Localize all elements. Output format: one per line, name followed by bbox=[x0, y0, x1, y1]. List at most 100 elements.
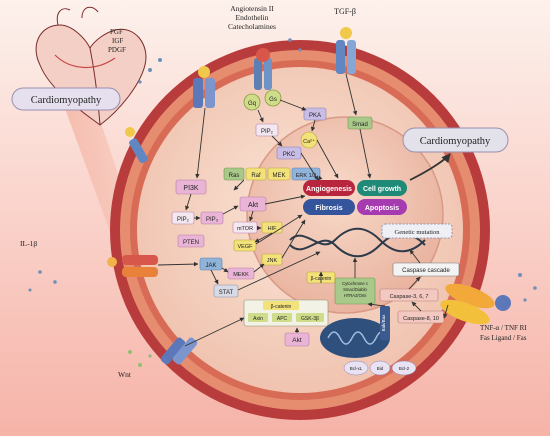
mek-node: MEK bbox=[267, 167, 291, 181]
hif-node: HIF bbox=[261, 221, 283, 234]
genetic-mutation-box: Genetic mutation bbox=[381, 223, 453, 239]
pten-node: PTEN bbox=[177, 234, 205, 248]
mtor-node: mTOR bbox=[232, 221, 258, 234]
fas-label: Fas Ligand / Fas bbox=[480, 334, 527, 342]
gs-protein: Gs bbox=[264, 89, 282, 107]
svg-text:Smad: Smad bbox=[352, 122, 368, 128]
receptor-il1 bbox=[107, 255, 158, 277]
svg-text:PIP₂: PIP₂ bbox=[261, 129, 274, 135]
mitochondrion bbox=[320, 318, 390, 358]
receptor-tnf bbox=[440, 283, 511, 325]
akt-bottom-node: Akt bbox=[284, 332, 310, 347]
bak-bax-node: Bak/Bax bbox=[380, 306, 390, 340]
svg-text:Angiogenesis: Angiogenesis bbox=[306, 186, 352, 193]
svg-text:Bid: Bid bbox=[377, 366, 384, 371]
svg-text:ERK 1/2: ERK 1/2 bbox=[296, 173, 316, 179]
svg-text:HIF: HIF bbox=[268, 226, 278, 232]
pip2-top-node: PIP₂ bbox=[255, 123, 279, 137]
cardiomyopathy-right-label: Cardiomyopathy bbox=[420, 136, 491, 147]
svg-text:GSK-3β: GSK-3β bbox=[301, 316, 319, 322]
smad-node: Smad bbox=[347, 116, 373, 130]
svg-text:Raf: Raf bbox=[251, 173, 261, 179]
stat-node: STAT bbox=[213, 284, 239, 298]
ras-node: Ras bbox=[223, 167, 245, 181]
cardiomyopathy-left-box bbox=[11, 87, 121, 111]
cell-growth-box: Cell growth bbox=[357, 180, 407, 196]
svg-text:JAK: JAK bbox=[205, 263, 216, 269]
destruction-complex: β-catenin Axin APC GSK-3β bbox=[243, 299, 329, 327]
ligand-dots bbox=[28, 38, 537, 367]
pdgf-label: PDGF bbox=[108, 46, 126, 54]
fibrosis-box: Fibrosis bbox=[303, 199, 355, 215]
svg-text:Ca²⁺: Ca²⁺ bbox=[303, 138, 315, 145]
svg-text:Bcl-xL: Bcl-xL bbox=[350, 366, 363, 371]
svg-text:mTOR: mTOR bbox=[237, 226, 253, 232]
svg-text:Bcl-2: Bcl-2 bbox=[399, 366, 410, 371]
svg-text:JNK: JNK bbox=[267, 258, 278, 264]
svg-text:MEKK: MEKK bbox=[233, 272, 249, 278]
svg-text:Axin: Axin bbox=[253, 316, 263, 322]
jak-node: JAK bbox=[199, 257, 223, 271]
angiogenesis-box: Angiogenesis bbox=[303, 180, 355, 196]
svg-text:Akt: Akt bbox=[248, 202, 258, 209]
svg-text:Akt: Akt bbox=[292, 337, 302, 344]
cardiomyopathy-left-label: Cardiomyopathy bbox=[31, 95, 102, 106]
angiotensin-label: Angiotensin II bbox=[230, 4, 274, 13]
pip2-node: PIP₂ bbox=[171, 211, 195, 225]
dna-strand bbox=[289, 227, 426, 253]
calcium-node: Ca²⁺ bbox=[300, 131, 318, 149]
akt-node: Akt bbox=[239, 196, 267, 212]
tgf-label: TGF-β bbox=[334, 7, 356, 16]
svg-text:MEK: MEK bbox=[272, 173, 285, 179]
svg-text:β-catenin: β-catenin bbox=[271, 304, 292, 310]
caspase-810-box: Caspase-8, 10 bbox=[397, 310, 445, 324]
raf-node: Raf bbox=[245, 167, 267, 181]
caspase-367-box: Caspase-3, 6, 7 bbox=[379, 288, 439, 302]
svg-text:PKA: PKA bbox=[309, 113, 321, 119]
gq-protein: Gq bbox=[243, 93, 261, 111]
svg-text:Bak/Bax: Bak/Bax bbox=[381, 314, 386, 332]
erk-node: ERK 1/2 bbox=[291, 167, 321, 181]
svg-text:Ras: Ras bbox=[229, 173, 240, 179]
jnk-node: JNK bbox=[261, 253, 283, 266]
tnf-label: TNF-α / TNF RI bbox=[480, 324, 527, 332]
il1b-label: IL-1β bbox=[20, 239, 37, 248]
svg-text:VEGF: VEGF bbox=[238, 244, 254, 250]
svg-text:Gq: Gq bbox=[248, 101, 256, 107]
svg-text:Cell growth: Cell growth bbox=[363, 186, 401, 193]
wnt-label: Wnt bbox=[118, 370, 132, 379]
caspase-cascade-box: Caspase cascade bbox=[392, 262, 460, 277]
cardiomyopathy-right-box bbox=[402, 127, 509, 153]
svg-text:Caspase-8, 10: Caspase-8, 10 bbox=[403, 316, 439, 322]
mekk-node: MEKK bbox=[227, 267, 255, 280]
receptor-tgf bbox=[336, 27, 356, 74]
svg-text:Caspase cascade: Caspase cascade bbox=[402, 268, 450, 274]
endothelin-label: Endothelin bbox=[236, 13, 269, 22]
receptor-growth-factor bbox=[193, 66, 215, 108]
svg-text:Genetic mutation: Genetic mutation bbox=[395, 229, 441, 236]
igf-label: IGF bbox=[112, 37, 123, 45]
svg-text:Gs: Gs bbox=[269, 97, 277, 103]
svg-text:PTEN: PTEN bbox=[183, 240, 199, 246]
pathway-arrows bbox=[157, 73, 449, 347]
svg-text:PKC: PKC bbox=[283, 152, 296, 158]
catecholamines-label: Catecholamines bbox=[228, 22, 276, 31]
svg-text:Fibrosis: Fibrosis bbox=[315, 205, 342, 212]
svg-text:STAT: STAT bbox=[219, 290, 234, 296]
mitochondrion-cristae bbox=[327, 331, 385, 345]
arrow-to-cardiomyopathy bbox=[409, 153, 451, 181]
svg-text:PI3K: PI3K bbox=[183, 185, 199, 192]
svg-text:Apoptosis: Apoptosis bbox=[365, 205, 399, 212]
receptor-left-upper bbox=[125, 127, 148, 164]
svg-text:PIP₂: PIP₂ bbox=[177, 217, 190, 223]
pi3k-node: PI3K bbox=[175, 179, 207, 195]
pip3-node: PIP₃ bbox=[200, 211, 224, 225]
svg-text:PIP₃: PIP₃ bbox=[206, 217, 219, 223]
bcl-proteins: Bcl-xL Bid Bcl-2 bbox=[343, 360, 417, 376]
receptor-wnt bbox=[160, 337, 198, 365]
pkc-node: PKC bbox=[276, 146, 302, 160]
